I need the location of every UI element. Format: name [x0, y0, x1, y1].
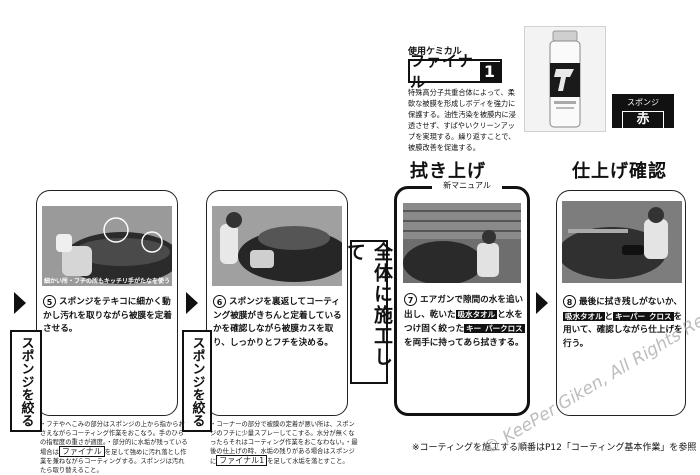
step-6-instruction: スポンジを裏返してコーティング被膜がきちんと定着しているかを確認しながら被膜カス…	[213, 297, 342, 348]
squeeze-sponge-label-1: スポンジを絞る	[10, 330, 42, 432]
step-8-tag-cloth: クロス	[647, 311, 674, 321]
squeeze-sponge-text-2: スポンジを絞る	[189, 335, 205, 427]
step-6-notes: ・コーナーの部分で被膜の定着が悪い所は、スポンジのフチに少量スプレーしてこする。…	[210, 420, 360, 466]
step-7-photo	[403, 203, 521, 283]
step-5-card: 細かい所・フチの所もキッチリ手がたなを使うように! 5スポンジをテキコに細かく動…	[36, 190, 178, 416]
step-7-text-d: あら拭きする。	[463, 337, 524, 348]
step-8-text-b: と	[604, 311, 614, 322]
step-5-note-d: を足して強めに汚れ落とし作業を兼ねながらコーティングする。	[40, 449, 187, 465]
step-8-tag-towel: 吸水タオル	[563, 311, 605, 321]
step-5-number: 5	[43, 295, 56, 308]
footer-note: ※コーティングを施工する順番はP12「コーティング基本作業」を参照	[412, 443, 697, 453]
product-name-box: ファイナル 1	[408, 52, 502, 91]
product-description: 特殊高分子共重合体によって、柔軟な被膜を形成しボディを強力に保護する。油性汚染を…	[408, 88, 516, 152]
squeeze-sponge-label-2: スポンジを絞る	[182, 330, 212, 432]
step-8-number: 8	[563, 295, 576, 308]
step-6-note-c: を足して水垢を落とすこと。	[267, 458, 349, 465]
step-7-tag-keeper: キー	[464, 324, 484, 333]
product-number: 1	[479, 61, 500, 81]
step-7-text-a: エアガンで隙間の水を追い出し、乾いた	[404, 295, 524, 320]
step-5-note-a: ・フチやへこみの部分はスポンジの上から指からおさえながらコーティング作業をおこな…	[40, 421, 185, 437]
product-can-image	[524, 26, 606, 132]
apply-whole-text: 全体に施工して	[344, 242, 393, 368]
arrow-right-icon	[536, 292, 548, 314]
chemical-label: 使用ケミカル	[408, 47, 462, 57]
step-7-tag-towel: 吸水タオル	[455, 309, 498, 319]
step-6-note-a: ・コーナーの部分で被膜の定着が悪い所は、スポンジのフチに少量スプレーしてこする。…	[210, 421, 355, 446]
step-6-photo	[212, 206, 342, 286]
step-8-tag-keeper: キーパー	[613, 311, 648, 321]
arrow-right-icon	[14, 292, 26, 314]
sponge-label: スポンジ	[627, 98, 659, 107]
step-7-number: 7	[404, 293, 417, 306]
step-5-instruction: スポンジをテキコに細かく動かし汚れを取りながら被膜を定着させる。	[43, 297, 172, 334]
step-8-text-a: 最後に拭き残しがないか、	[579, 297, 682, 307]
step-7-text-b: と水をつけ固く絞った	[404, 309, 523, 335]
heading-finish: 仕上げ確認	[572, 161, 667, 182]
squeeze-sponge-text-1: スポンジを絞る	[18, 335, 34, 427]
step-7-tag-cloth: パークロス	[483, 324, 525, 333]
step-7-text-c: を両手に持って	[404, 337, 464, 348]
step-5-note-tag: ファイナル	[58, 446, 105, 457]
step-6-note-b: ・最後の仕上げの時、水垢の残りがある場合はスポンジに	[210, 439, 358, 465]
step-5-note-c: ・部分的に水垢が残っている場合は	[40, 439, 188, 456]
apply-whole-label: 全体に施工して	[344, 240, 393, 384]
step-8-photo	[562, 201, 682, 283]
step-5-photo: 細かい所・フチの所もキッチリ手がたなを使うように!	[42, 206, 172, 286]
step-5-note-e: スポンジは汚れたら取り替えること。	[40, 458, 185, 474]
step-8-text-c: を用いて、確認しながら仕上げを行う。	[563, 311, 683, 349]
new-manual-label: 新マニュアル	[432, 180, 502, 191]
step-6-note-tag: ファイナル1	[216, 455, 268, 466]
product-name: ファイナル	[410, 52, 474, 91]
arrow-right-icon	[186, 292, 198, 314]
sponge-color: 赤	[622, 111, 664, 129]
step-6-number: 6	[213, 295, 226, 308]
step-5-photo-caption: 細かい所・フチの所もキッチリ手がたなを使うように!	[44, 278, 171, 285]
step-5-note-b: 手のひらの指程度の重さが適度。	[40, 430, 185, 446]
step-5-notes: ・フチやへこみの部分はスポンジの上から指からおさえながらコーティング作業をおこな…	[40, 420, 190, 475]
heading-wipe: 拭き上げ	[410, 161, 486, 182]
sponge-color-box: スポンジ 赤	[612, 94, 674, 129]
